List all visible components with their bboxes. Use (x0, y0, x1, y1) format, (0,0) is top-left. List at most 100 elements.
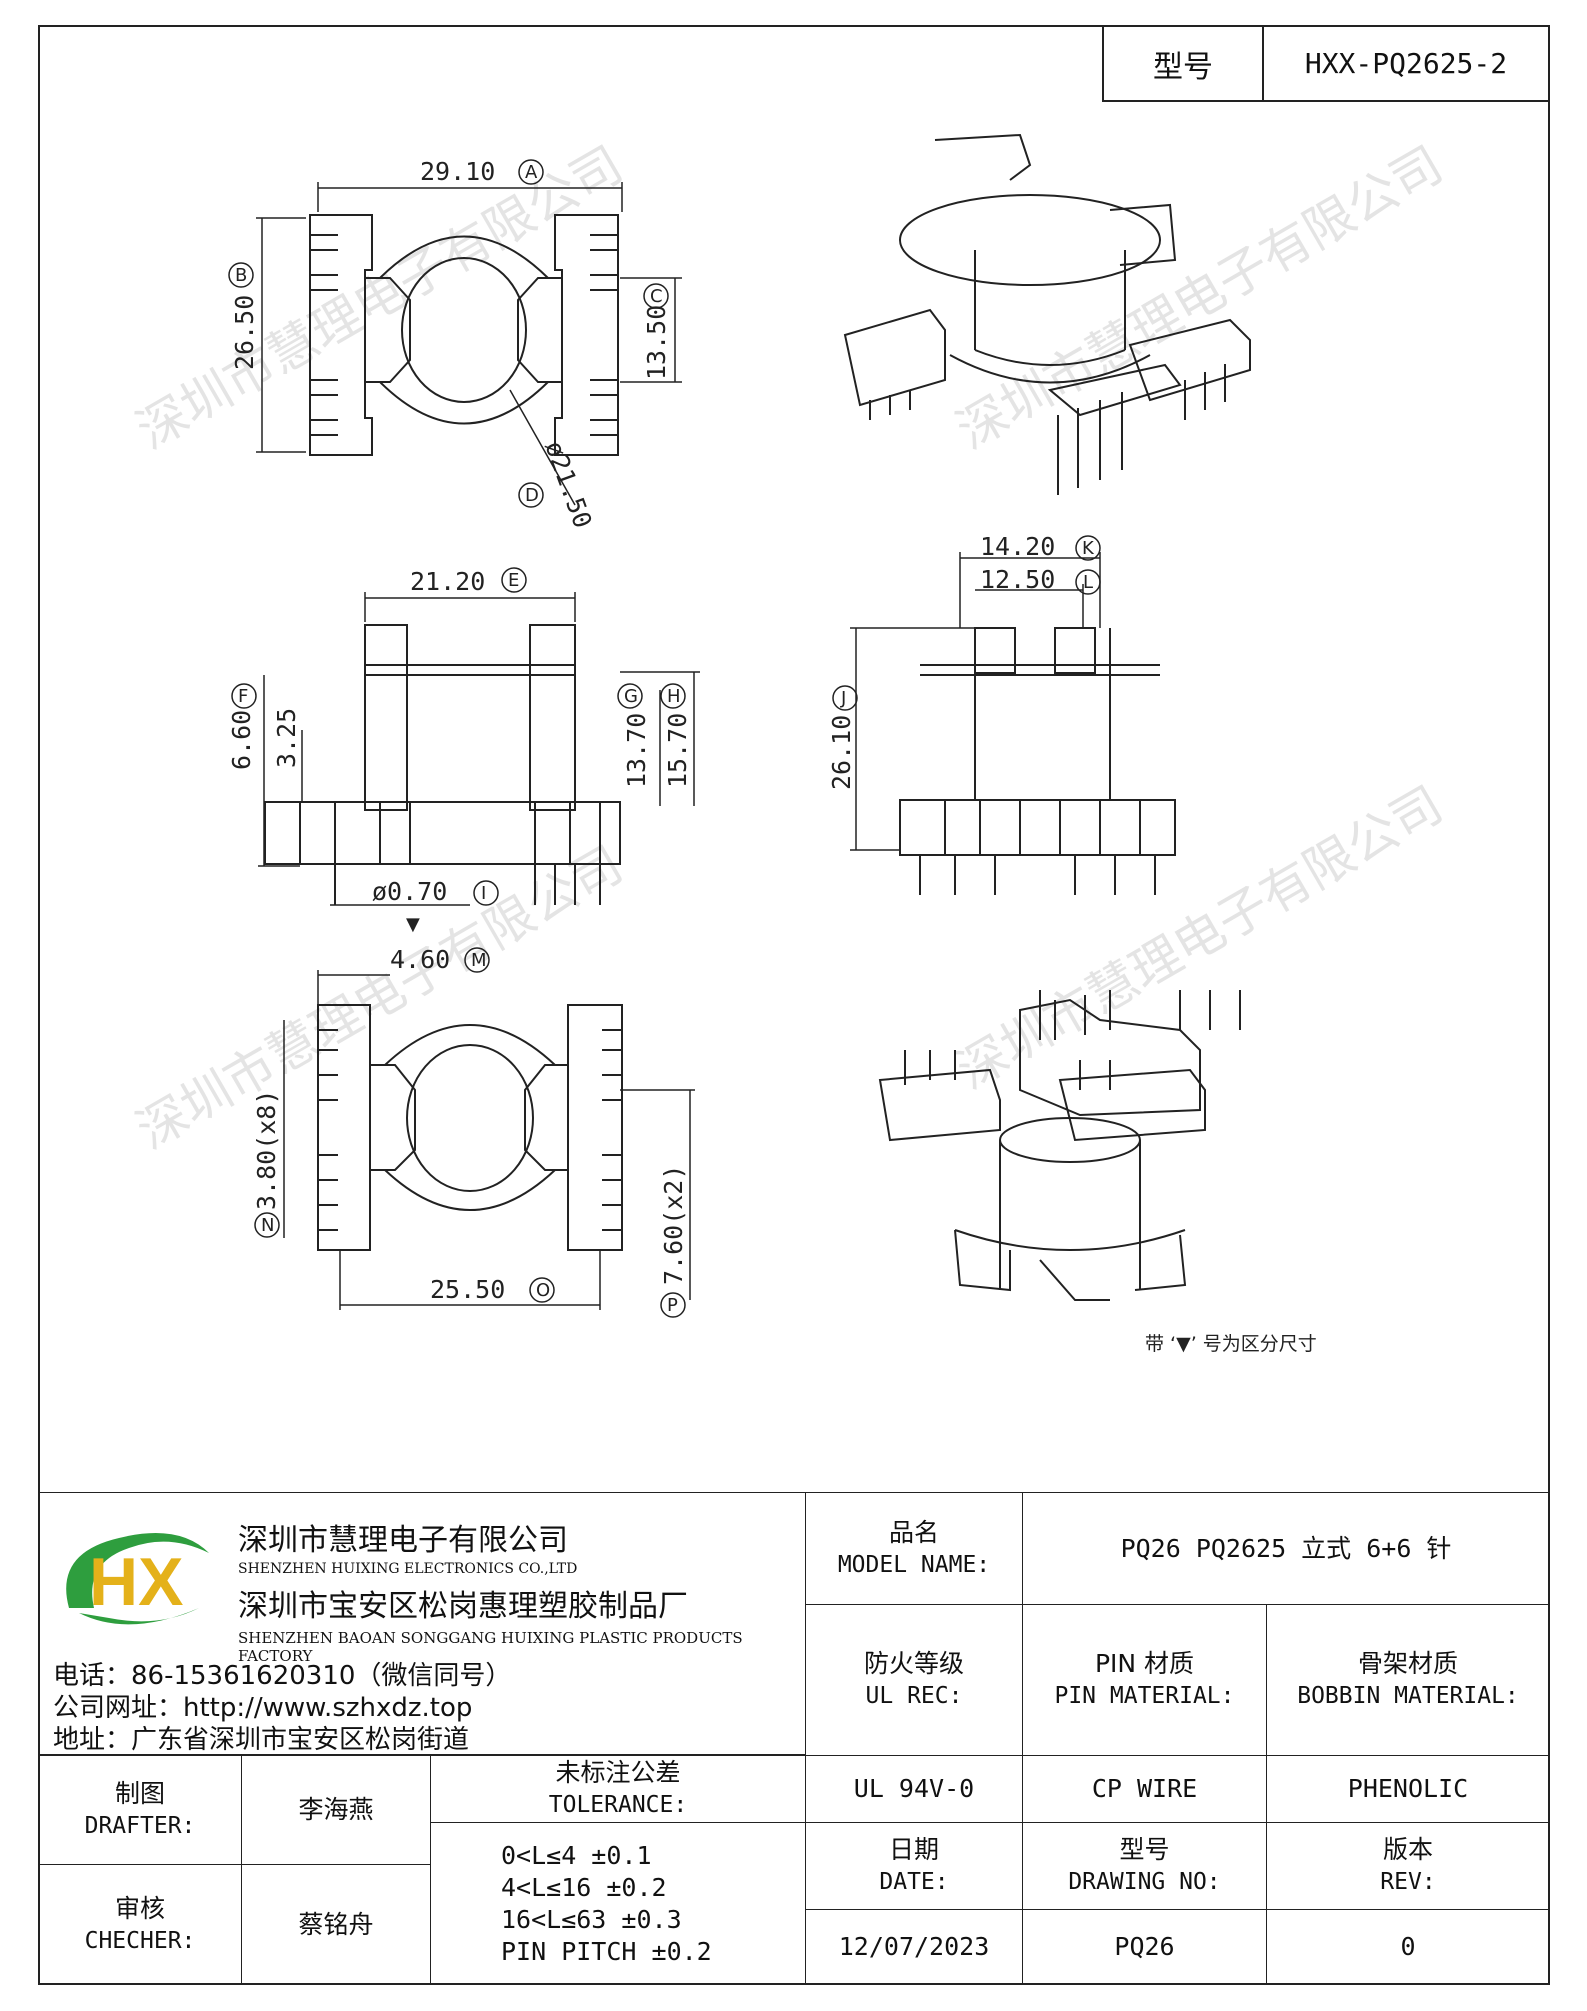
note-text: 带 ‘▼’ 号为区分尺寸 (1145, 1333, 1317, 1355)
rev-value-cell: 0 (1266, 1909, 1550, 1985)
model-name-cn: 品名 (888, 1517, 939, 1547)
dim-g-value: 13.70 (622, 713, 651, 788)
dim-c-value: 13.50 (642, 305, 671, 380)
bobbin-material-value: PHENOLIC (1347, 1774, 1469, 1803)
checker-en: CHECHER: (84, 1927, 196, 1954)
isometric-view-bottom (878, 990, 1241, 1301)
dim-d-value: ø21.50 (539, 437, 597, 532)
date-en: DATE: (879, 1869, 949, 1895)
bobbin-material-cn: 骨架材质 (1357, 1649, 1458, 1678)
drafter-cn: 制图 (114, 1779, 165, 1808)
company-name-cn: 深圳市慧理电子有限公司 (238, 1523, 568, 1558)
company-phone: 电话：86-15361620310（微信同号） (53, 1661, 512, 1691)
dim-h-tag: H (667, 686, 681, 707)
company-name-en: SHENZHEN HUIXING ELECTRONICS CO.,LTD (238, 1561, 578, 1577)
dim-c-tag: C (650, 286, 663, 307)
dim-o-tag: O (536, 1280, 550, 1301)
dim-f-tag: F (238, 686, 248, 707)
drafter-en: DRAFTER: (84, 1813, 196, 1839)
checker-value-cell: 蔡铭舟 (241, 1864, 431, 1985)
tolerance-line: 0<L≤4 ±0.1 (501, 1840, 652, 1870)
dim-h-value: 15.70 (663, 713, 692, 788)
model-name-en: MODEL NAME: (837, 1551, 991, 1578)
tolerance-line: 16<L≤63 ±0.3 (501, 1904, 682, 1934)
front-view: 21.20 6.60 3.25 13.70 15.70 ø0.70 ▼ E F … (227, 567, 700, 935)
dim-e-tag: E (508, 570, 519, 591)
model-label: 型号 (1104, 27, 1264, 100)
company-info-cell: HX 深圳市慧理电子有限公司 SHENZHEN HUIXING ELECTRON… (38, 1492, 806, 1755)
pin-material-label-cell: PIN 材质 PIN MATERIAL: (1022, 1604, 1267, 1756)
tolerance-list-cell: 0<L≤4 ±0.1 4<L≤16 ±0.2 16<L≤63 ±0.3 PIN … (430, 1822, 806, 1985)
date-cn: 日期 (888, 1835, 939, 1864)
pin-material-cn: PIN 材质 (1094, 1649, 1195, 1678)
dim-k-value: 14.20 (980, 532, 1055, 561)
dim-p-value: 7.60(x2) (659, 1165, 688, 1285)
dim-d-tag: D (525, 485, 539, 506)
rev-en: REV: (1380, 1869, 1436, 1895)
dim-a-tag: A (525, 162, 538, 183)
dim-f-value: 6.60 (227, 710, 256, 770)
dim-g-tag: G (624, 686, 638, 707)
dim-m-value: 4.60 (390, 945, 450, 974)
ul-rec-en: UL REC: (865, 1683, 963, 1709)
bobbin-material-en: BOBBIN MATERIAL: (1297, 1683, 1519, 1709)
dim-n-tag: N (261, 1215, 274, 1236)
top-view: 29.10 26.50 13.50 ø21.50 A B C D (228, 157, 682, 532)
rev-value: 0 (1400, 1932, 1416, 1961)
company-website: 公司网址：http://www.szhxdz.top (53, 1693, 473, 1723)
drawing-no-value: PQ26 (1114, 1932, 1175, 1961)
tolerance-cn: 未标注公差 (555, 1758, 681, 1787)
model-number-box: 型号 HXX-PQ2625-2 (1102, 25, 1550, 102)
dim-m-tag: M (471, 950, 487, 971)
model-name-value: PQ26 PQ2625 立式 6+6 针 (1120, 1533, 1452, 1563)
watermark: 深圳市慧理电子有限公司 (127, 135, 632, 460)
drawing-no-cn: 型号 (1119, 1835, 1170, 1864)
factory-name-cn: 深圳市宝安区松岗惠理塑胶制品厂 (238, 1589, 688, 1624)
pin-material-en: PIN MATERIAL: (1054, 1683, 1235, 1709)
checker-cn: 审核 (114, 1893, 165, 1923)
dim-i-value: ø0.70 (372, 877, 447, 906)
bottom-view: 4.60 3.80(x8) 25.50 7.60(x2) M N O P (252, 945, 695, 1318)
date-value-cell: 12/07/2023 (805, 1909, 1023, 1985)
tolerance-line: PIN PITCH ±0.2 (501, 1936, 712, 1966)
date-value: 12/07/2023 (838, 1932, 990, 1961)
dim-e-value: 21.20 (410, 567, 485, 596)
drafter-value: 李海燕 (298, 1795, 374, 1824)
rev-label-cell: 版本 REV: (1266, 1822, 1550, 1910)
model-value: HXX-PQ2625-2 (1304, 47, 1508, 80)
pin-material-value: CP WIRE (1091, 1774, 1198, 1803)
dim-b-value: 26.50 (230, 295, 259, 370)
dim-b-tag: B (235, 265, 247, 286)
isometric-view-top (843, 133, 1251, 495)
dim-n-value: 3.80(x8) (252, 1090, 281, 1210)
dim-l-value: 12.50 (980, 565, 1055, 594)
bobbin-material-value-cell: PHENOLIC (1266, 1755, 1550, 1823)
ul-rec-value-cell: UL 94V-0 (805, 1755, 1023, 1823)
dim-j-tag: J (840, 688, 846, 709)
dim-l-tag: L (1083, 572, 1093, 593)
company-logo-icon: HX (66, 1533, 209, 1625)
dim-k-tag: K (1082, 538, 1095, 559)
factory-name-en: SHENZHEN BAOAN SONGGANG HUIXING PLASTIC … (238, 1629, 743, 1665)
ul-rec-cn: 防火等级 (863, 1649, 964, 1678)
technical-drawing: 深圳市慧理电子有限公司 深圳市慧理电子有限公司 深圳市慧理电子有限公司 深圳市慧… (127, 133, 1452, 1355)
side-view: 14.20 12.50 26.10 K L J (827, 532, 1176, 895)
ul-rec-label-cell: 防火等级 UL REC: (805, 1604, 1023, 1756)
dim-a-value: 29.10 (420, 157, 495, 186)
title-block: HX 深圳市慧理电子有限公司 SHENZHEN HUIXING ELECTRON… (38, 1492, 1550, 1985)
drafter-value-cell: 李海燕 (241, 1755, 431, 1865)
tolerance-line: 4<L≤16 ±0.2 (501, 1872, 667, 1902)
dim-o-value: 25.50 (430, 1275, 505, 1304)
tolerance-label-cell: 未标注公差 TOLERANCE: (430, 1755, 806, 1823)
tolerance-en: TOLERANCE: (548, 1792, 688, 1818)
drawing-no-value-cell: PQ26 (1022, 1909, 1267, 1985)
dim-p-tag: P (667, 1295, 678, 1316)
ul-rec-value: UL 94V-0 (853, 1774, 975, 1803)
model-name-value-cell: PQ26 PQ2625 立式 6+6 针 (1022, 1492, 1550, 1605)
model-name-label-cell: 品名 MODEL NAME: (805, 1492, 1023, 1605)
dim-j-value: 26.10 (827, 715, 856, 790)
watermark-group: 深圳市慧理电子有限公司 深圳市慧理电子有限公司 深圳市慧理电子有限公司 深圳市慧… (127, 135, 1452, 1160)
company-address: 地址：广东省深圳市宝安区松岗街道 (53, 1725, 470, 1755)
marker-glyph: ▼ (406, 914, 420, 935)
drawing-no-en: DRAWING NO: (1068, 1869, 1221, 1895)
